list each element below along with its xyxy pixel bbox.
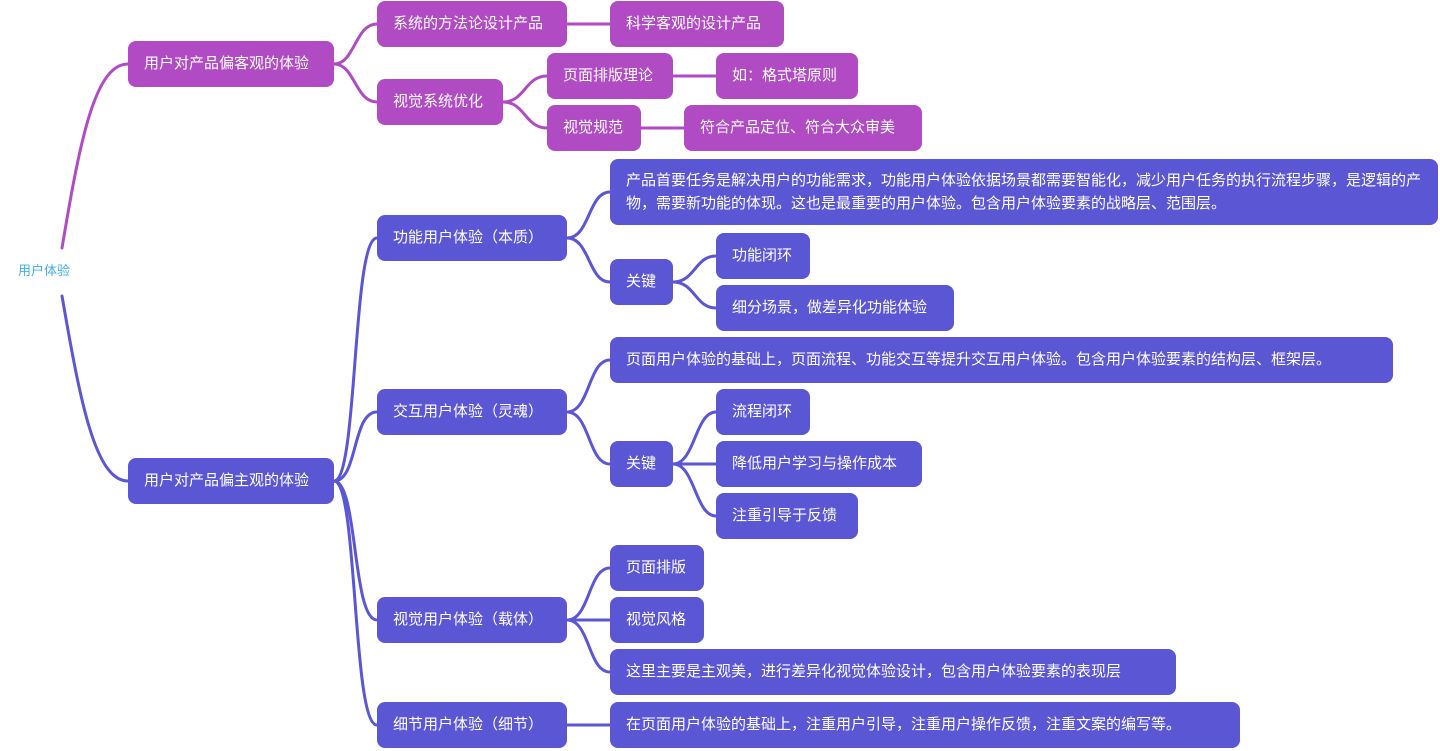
topic-visual-style[interactable]: 视觉风格: [610, 597, 704, 643]
topic-functional-key[interactable]: 关键: [610, 259, 673, 305]
topic-feature-loop[interactable]: 功能闭环: [716, 233, 810, 279]
topic-interaction-ux[interactable]: 交互用户体验（灵魂）: [377, 389, 567, 435]
topic-scientific-design[interactable]: 科学客观的设计产品: [610, 1, 784, 47]
topic-visual-spec[interactable]: 视觉规范: [547, 105, 641, 151]
topic-visual-ux[interactable]: 视觉用户体验（载体）: [377, 597, 567, 643]
topic-visual-desc[interactable]: 这里主要是主观美，进行差异化视觉体验设计，包含用户体验要素的表现层: [610, 649, 1176, 695]
topic-flow-loop[interactable]: 流程闭环: [716, 389, 810, 435]
topic-segment-scenes[interactable]: 细分场景，做差异化功能体验: [716, 285, 954, 331]
topic-visual-system[interactable]: 视觉系统优化: [377, 79, 503, 125]
topic-page-layout[interactable]: 页面排版: [610, 545, 704, 591]
topic-detail-ux[interactable]: 细节用户体验（细节）: [377, 702, 567, 748]
root-topic[interactable]: 用户体验: [18, 264, 71, 279]
topic-interaction-desc[interactable]: 页面用户体验的基础上，页面流程、功能交互等提升交互用户体验。包含用户体验要素的结…: [610, 337, 1393, 383]
topic-layout-theory[interactable]: 页面排版理论: [547, 53, 673, 99]
topic-objective[interactable]: 用户对产品偏客观的体验: [128, 41, 334, 87]
topic-detail-desc[interactable]: 在页面用户体验的基础上，注重用户引导，注重用户操作反馈，注重文案的编写等。: [610, 702, 1240, 748]
topic-guidance-feedback[interactable]: 注重引导于反馈: [716, 493, 858, 539]
topic-subjective[interactable]: 用户对产品偏主观的体验: [128, 458, 334, 504]
topic-gestalt[interactable]: 如：格式塔原则: [716, 53, 858, 99]
topic-lower-cost[interactable]: 降低用户学习与操作成本: [716, 441, 922, 487]
topic-methodology[interactable]: 系统的方法论设计产品: [377, 1, 567, 47]
topic-functional-ux[interactable]: 功能用户体验（本质）: [377, 215, 567, 261]
topic-positioning[interactable]: 符合产品定位、符合大众审美: [684, 105, 922, 151]
topic-functional-desc[interactable]: 产品首要任务是解决用户的功能需求，功能用户体验依据场景都需要智能化，减少用户任务…: [610, 159, 1438, 225]
topic-interaction-key[interactable]: 关键: [610, 441, 673, 487]
